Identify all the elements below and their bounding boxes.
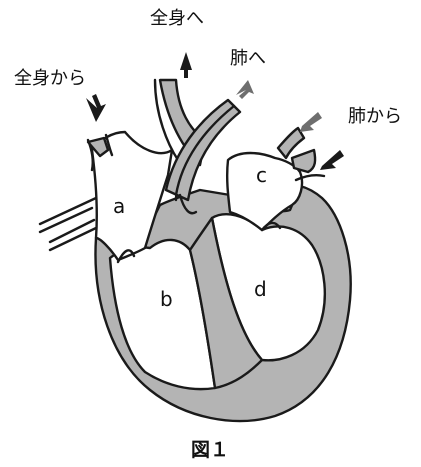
- arrow-from-lungs-upper-icon: [300, 112, 322, 132]
- arrow-from-lungs-lower-icon: [320, 150, 344, 170]
- label-to-body: 全身へ: [150, 8, 204, 29]
- label-from-lungs: 肺から: [348, 106, 402, 127]
- chamber-c-label: c: [256, 163, 267, 187]
- label-from-body: 全身から: [14, 68, 86, 89]
- arrow-from-body-down-icon: [86, 94, 106, 122]
- chamber-d-label: d: [254, 277, 267, 301]
- chamber-b-label: b: [160, 287, 173, 311]
- chamber-a-label: a: [113, 194, 125, 218]
- arrow-to-lungs-icon: [236, 80, 254, 99]
- pulmonary-vein-upper: [278, 128, 304, 158]
- pulmonary-vein-lower: [292, 150, 315, 172]
- figure-caption: 図１: [191, 439, 229, 461]
- arrow-to-body-up-icon: [180, 52, 192, 78]
- label-to-lungs: 肺へ: [230, 48, 266, 69]
